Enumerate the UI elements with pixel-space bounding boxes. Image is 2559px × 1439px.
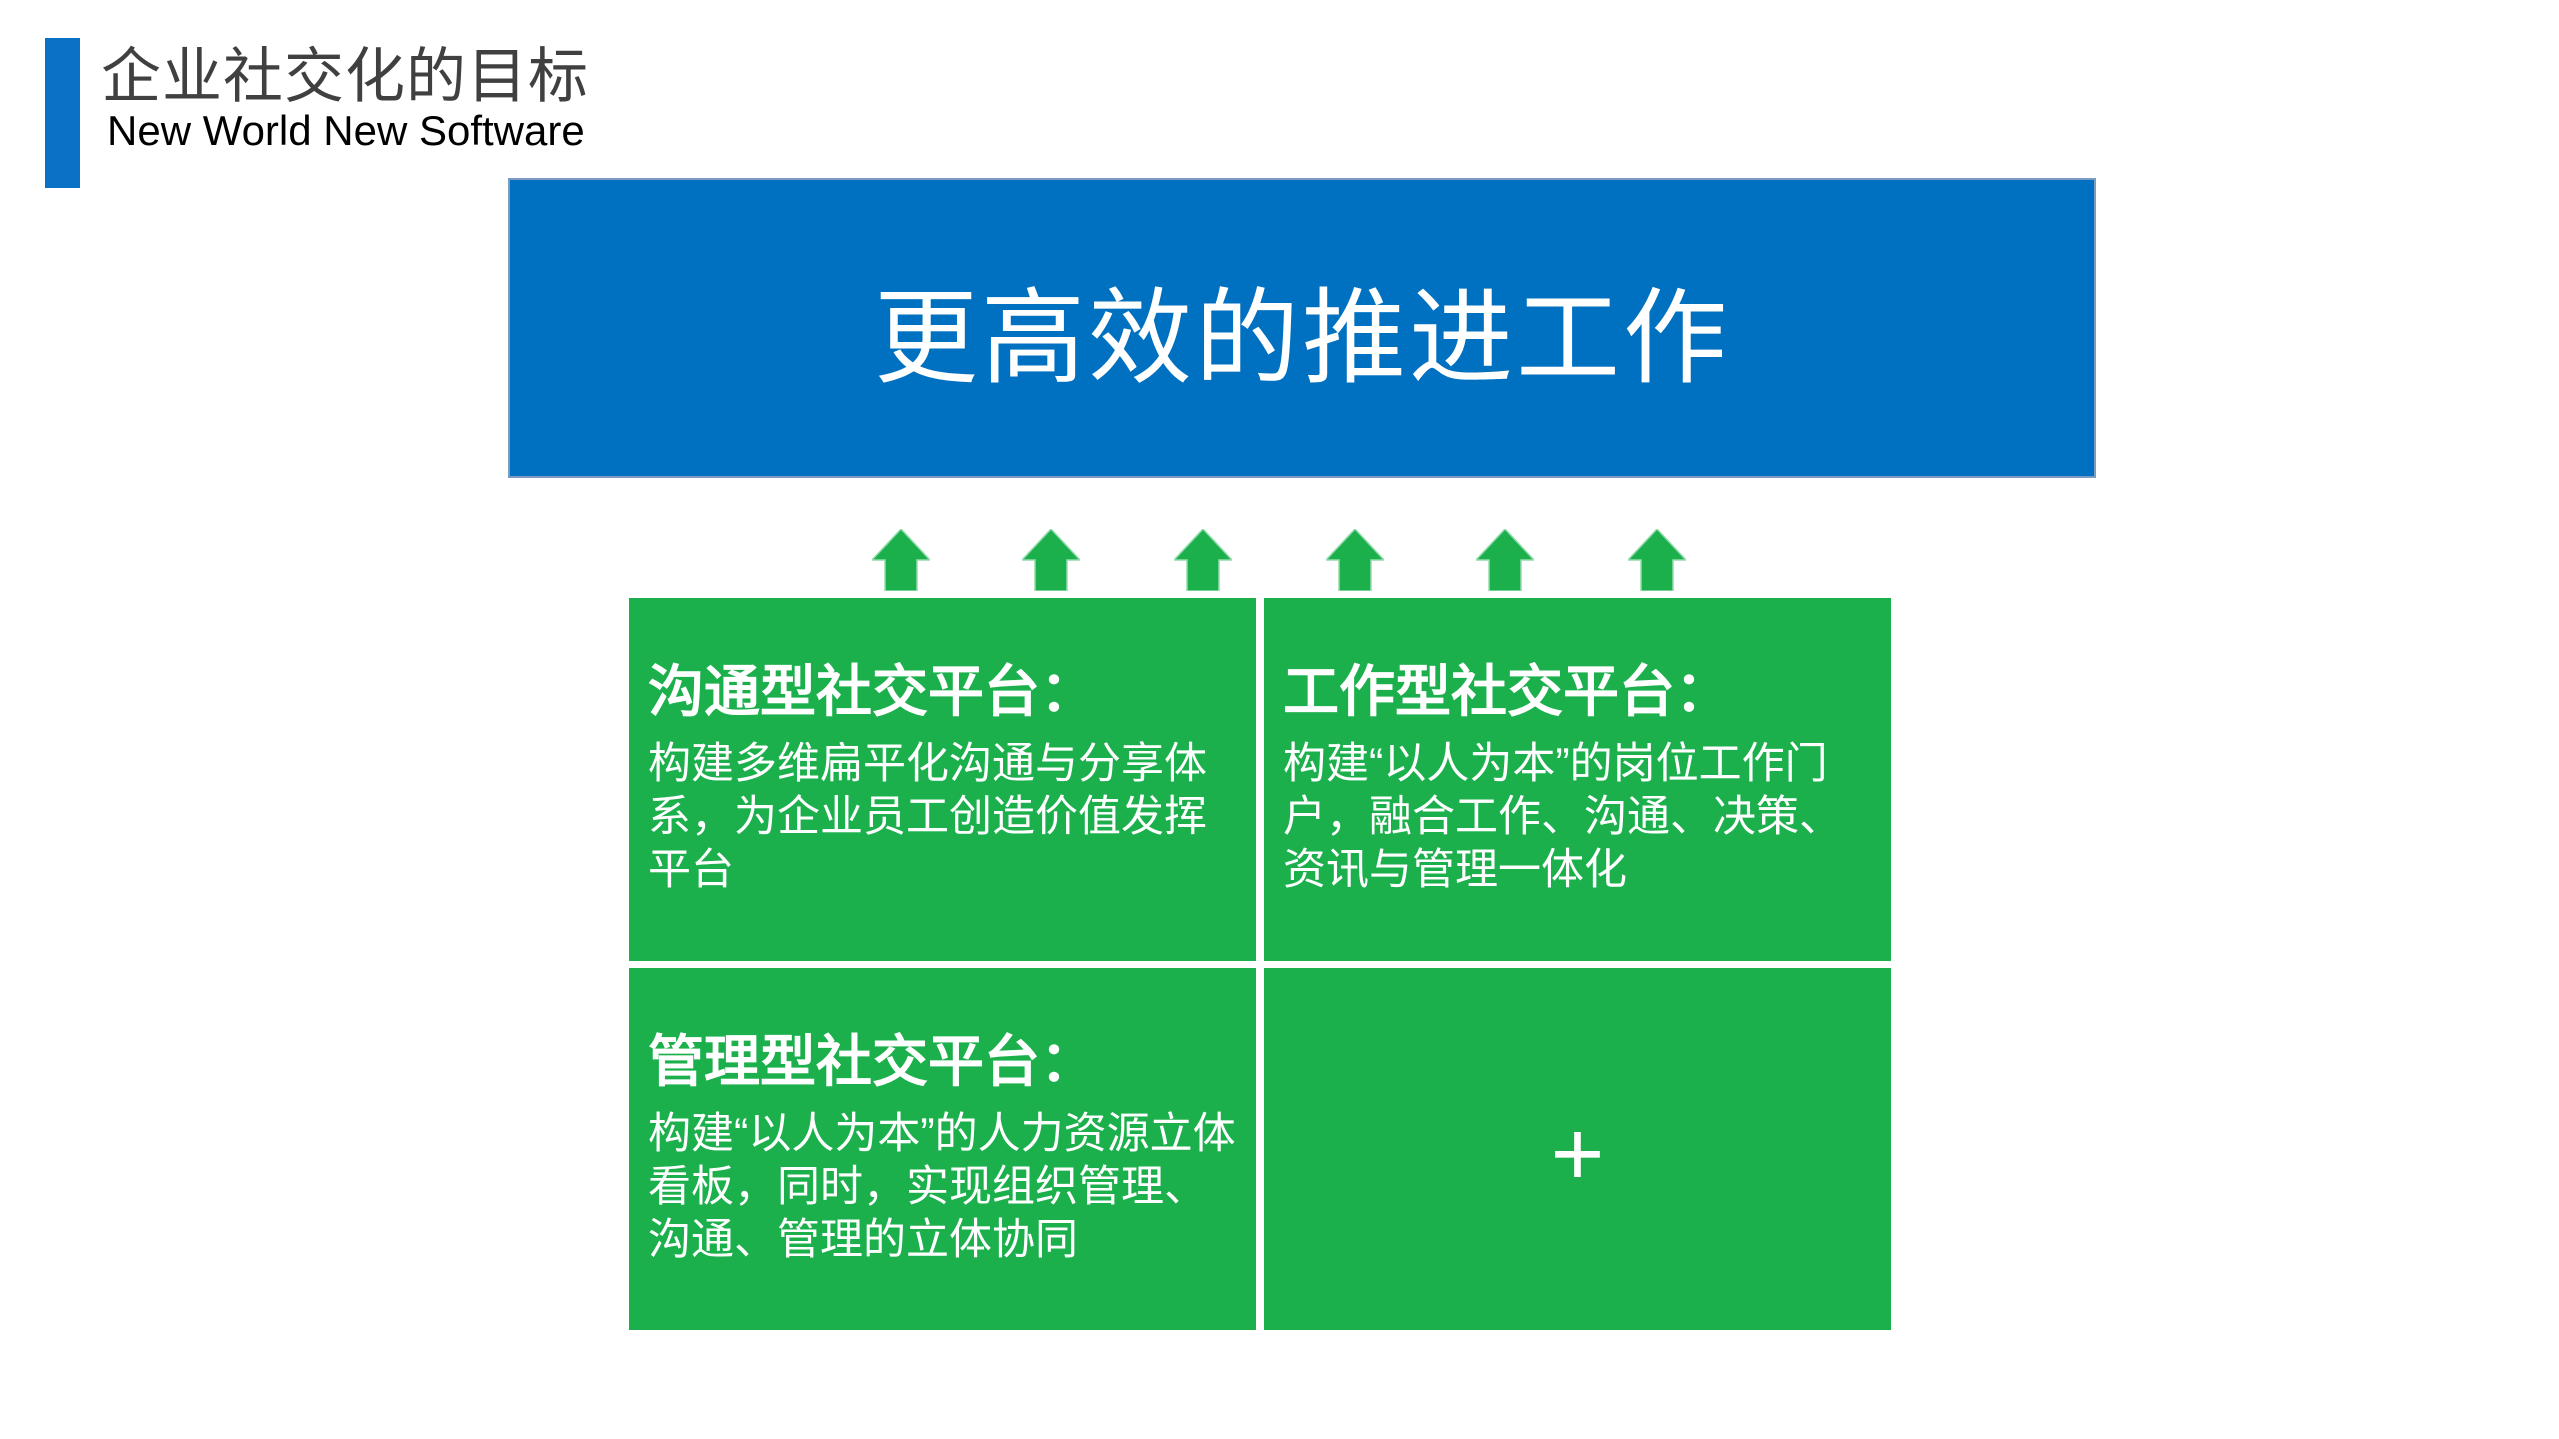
up-arrow-icon: [872, 529, 930, 591]
platform-box-title: 工作型社交平台：: [1283, 660, 1731, 723]
goal-banner-text: 更高效的推进工作: [873, 280, 1730, 397]
platform-box-management: 管理型社交平台： 构建“以人为本”的人力资源立体看板，同时，实现组织管理、沟通、…: [629, 968, 1256, 1330]
goal-banner: 更高效的推进工作: [508, 178, 2096, 478]
up-arrow-icon: [1174, 529, 1232, 591]
up-arrow-icon: [1476, 529, 1534, 591]
up-arrow-icon: [1326, 529, 1384, 591]
accent-bar: [45, 38, 80, 188]
plus-sign: +: [1550, 1103, 1605, 1205]
platform-box-desc: 构建多维扁平化沟通与分享体系，为企业员工创造价值发挥平台: [648, 740, 1207, 894]
platform-box-communication: 沟通型社交平台： 构建多维扁平化沟通与分享体系，为企业员工创造价值发挥平台: [629, 598, 1256, 961]
up-arrow-icon: [1022, 529, 1080, 591]
platform-box-title: 管理型社交平台：: [648, 1030, 1096, 1093]
platform-box-desc: 构建“以人为本”的岗位工作门户，融合工作、沟通、决策、资讯与管理一体化: [1283, 740, 1842, 894]
up-arrow-icon: [1628, 529, 1686, 591]
page-title: 企业社交化的目标: [101, 43, 589, 110]
platform-box-desc: 构建“以人为本”的人力资源立体看板，同时，实现组织管理、沟通、管理的立体协同: [648, 1110, 1236, 1264]
platform-box-plus: +: [1264, 968, 1891, 1330]
platform-box-work: 工作型社交平台： 构建“以人为本”的岗位工作门户，融合工作、沟通、决策、资讯与管…: [1264, 598, 1891, 961]
platform-box-title: 沟通型社交平台：: [648, 660, 1096, 723]
page-subtitle: New World New Software: [107, 107, 585, 154]
